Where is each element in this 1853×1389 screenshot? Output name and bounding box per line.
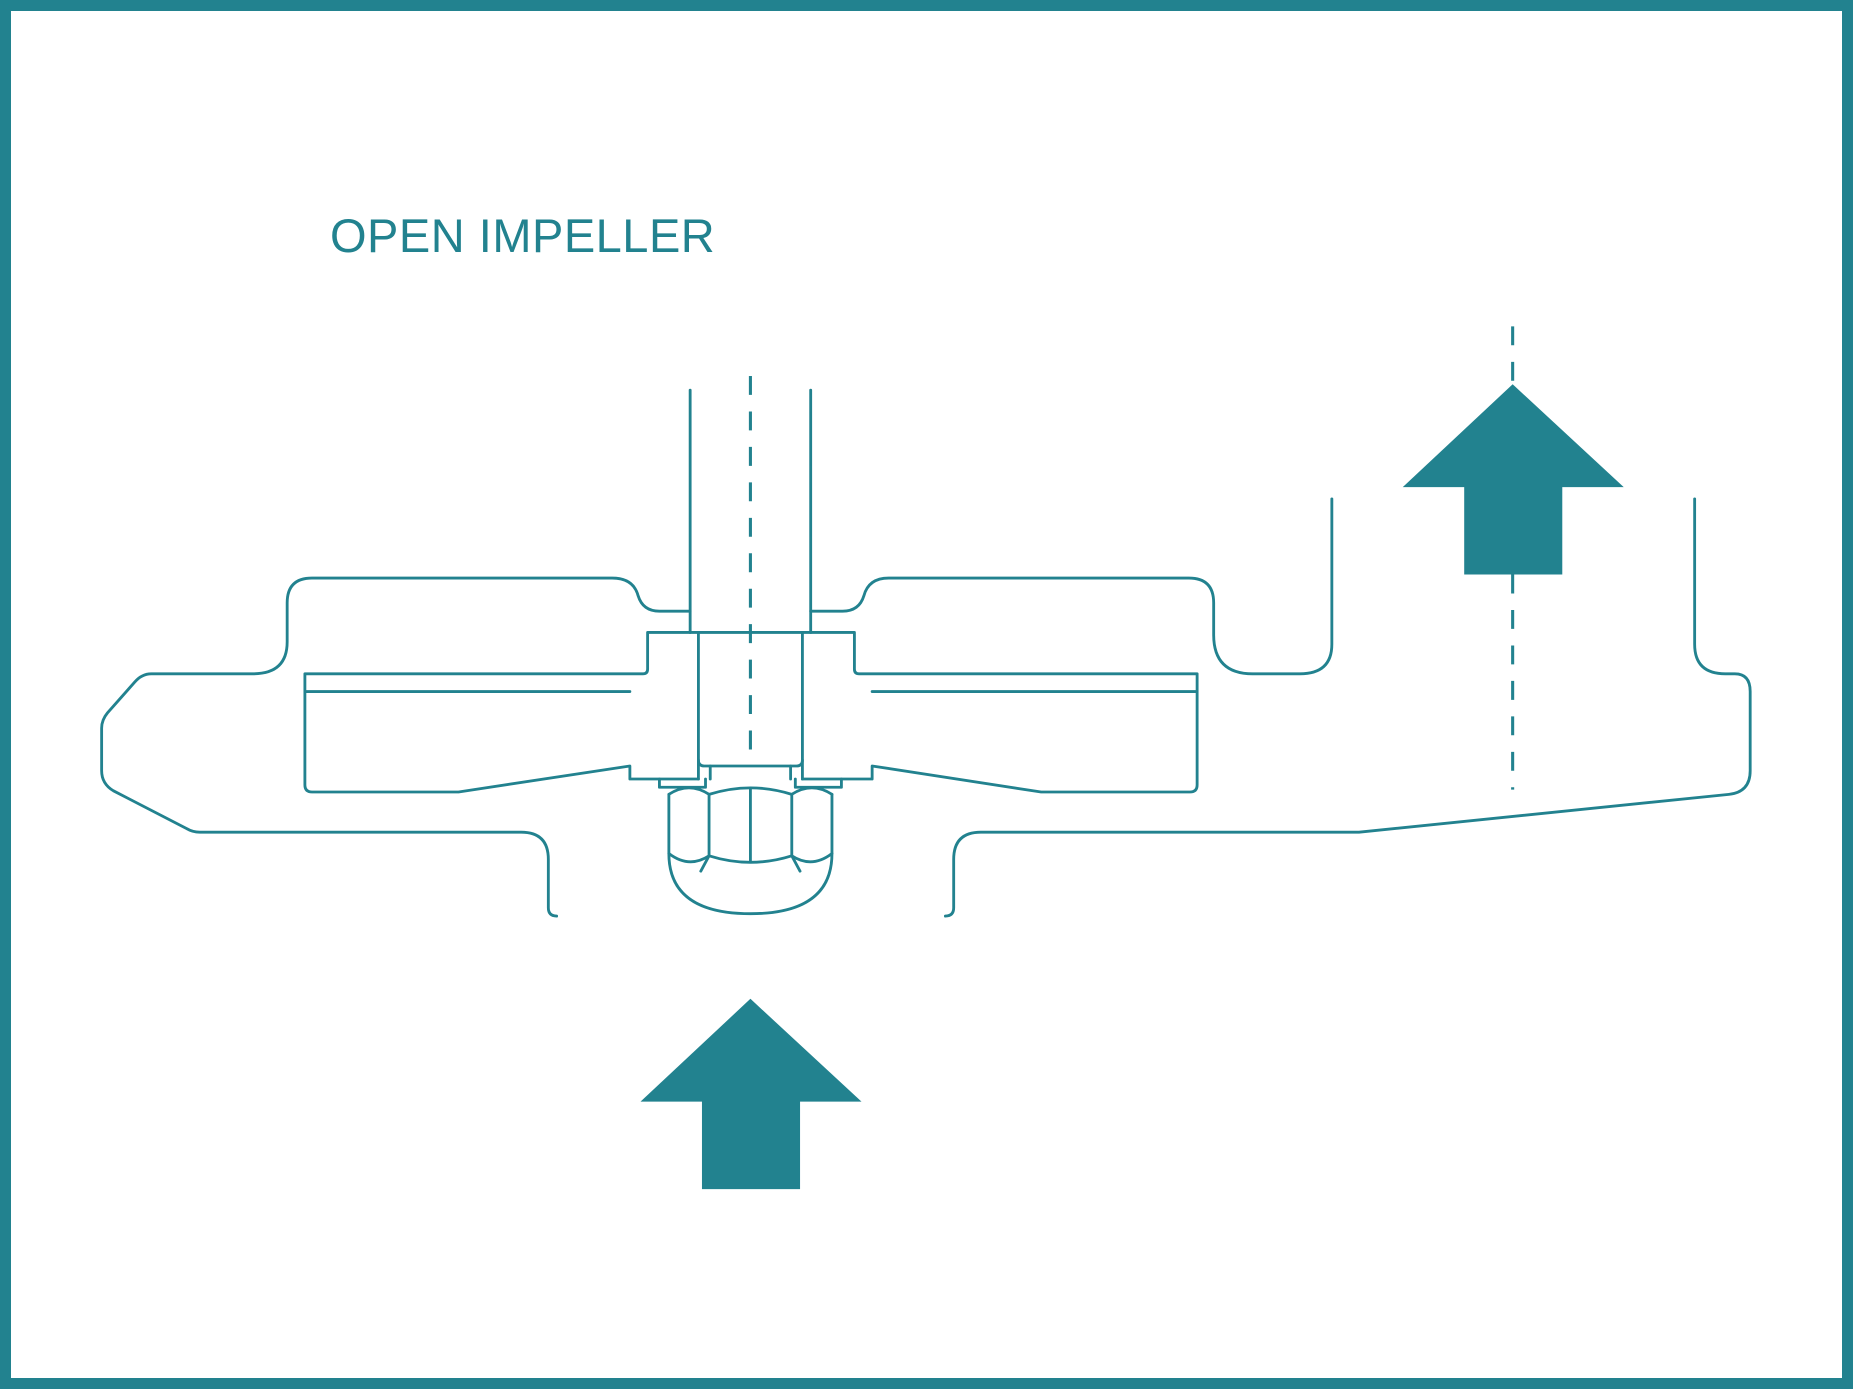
impeller bbox=[303, 631, 1199, 794]
outlet-flow-arrow bbox=[1402, 384, 1624, 575]
inlet-flow-arrow bbox=[640, 998, 862, 1190]
shaft bbox=[688, 388, 813, 634]
diagram-title: OPEN IMPELLER bbox=[330, 209, 716, 262]
impeller-nut bbox=[667, 786, 834, 916]
pump-casing bbox=[100, 497, 1752, 918]
